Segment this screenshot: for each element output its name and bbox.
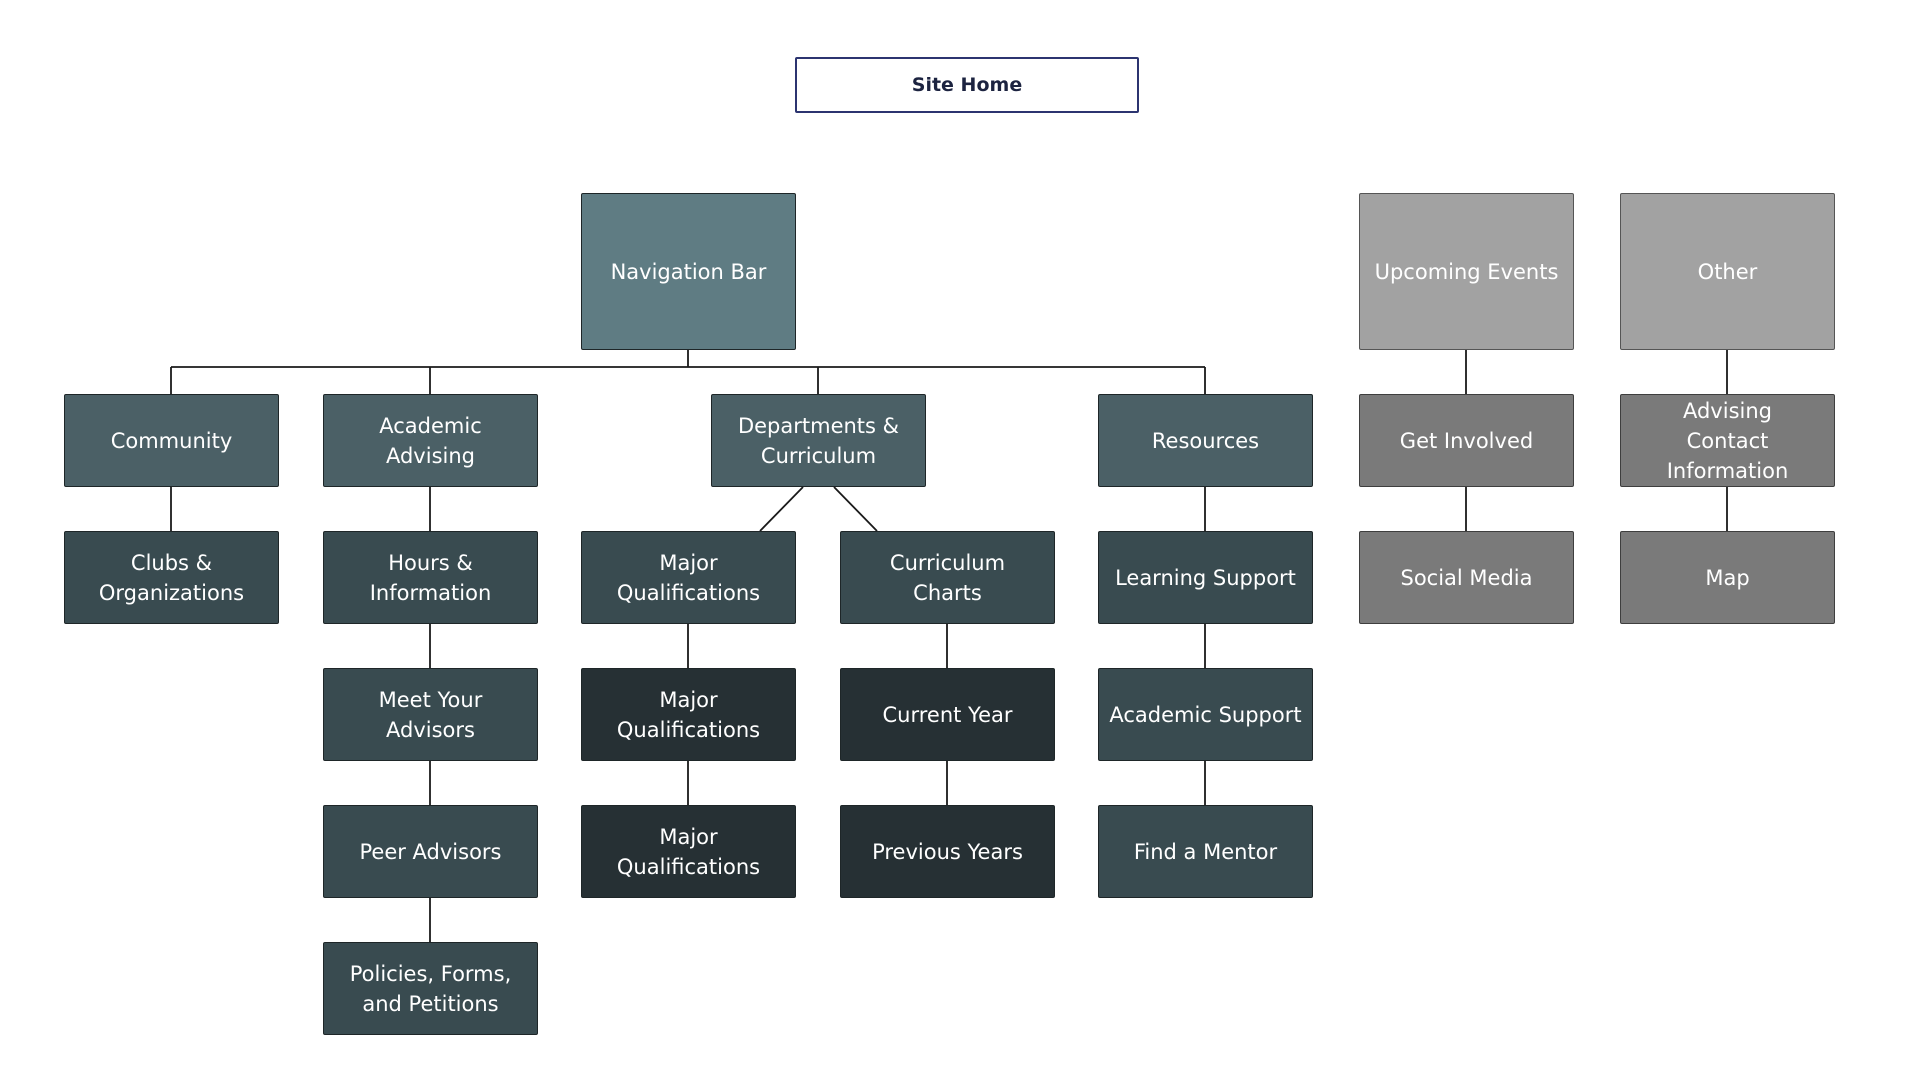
peer-advisors-node[interactable]: Peer Advisors — [323, 805, 538, 898]
social-media-node[interactable]: Social Media — [1359, 531, 1574, 624]
previous-years-node[interactable]: Previous Years — [840, 805, 1055, 898]
learning-support-node[interactable]: Learning Support — [1098, 531, 1313, 624]
find-a-mentor-node[interactable]: Find a Mentor — [1098, 805, 1313, 898]
curriculum-charts-node[interactable]: Curriculum Charts — [840, 531, 1055, 624]
policies-forms-petitions-node[interactable]: Policies, Forms, and Petitions — [323, 942, 538, 1035]
advising-contact-information-node[interactable]: Advising Contact Information — [1620, 394, 1835, 487]
academic-support-node[interactable]: Academic Support — [1098, 668, 1313, 761]
other-node[interactable]: Other — [1620, 193, 1835, 350]
major-qualifications-node[interactable]: Major Qualifications — [581, 531, 796, 624]
resources-node[interactable]: Resources — [1098, 394, 1313, 487]
major-qualifications-sub-node[interactable]: Major Qualifications — [581, 668, 796, 761]
academic-advising-node[interactable]: Academic Advising — [323, 394, 538, 487]
current-year-node[interactable]: Current Year — [840, 668, 1055, 761]
navigation-bar-node[interactable]: Navigation Bar — [581, 193, 796, 350]
clubs-organizations-node[interactable]: Clubs & Organizations — [64, 531, 279, 624]
site-home-node[interactable]: Site Home — [795, 57, 1139, 113]
community-node[interactable]: Community — [64, 394, 279, 487]
upcoming-events-node[interactable]: Upcoming Events — [1359, 193, 1574, 350]
meet-your-advisors-node[interactable]: Meet Your Advisors — [323, 668, 538, 761]
map-node[interactable]: Map — [1620, 531, 1835, 624]
get-involved-node[interactable]: Get Involved — [1359, 394, 1574, 487]
departments-curriculum-node[interactable]: Departments & Curriculum — [711, 394, 926, 487]
major-qualifications-sub-node[interactable]: Major Qualifications — [581, 805, 796, 898]
hours-information-node[interactable]: Hours & Information — [323, 531, 538, 624]
